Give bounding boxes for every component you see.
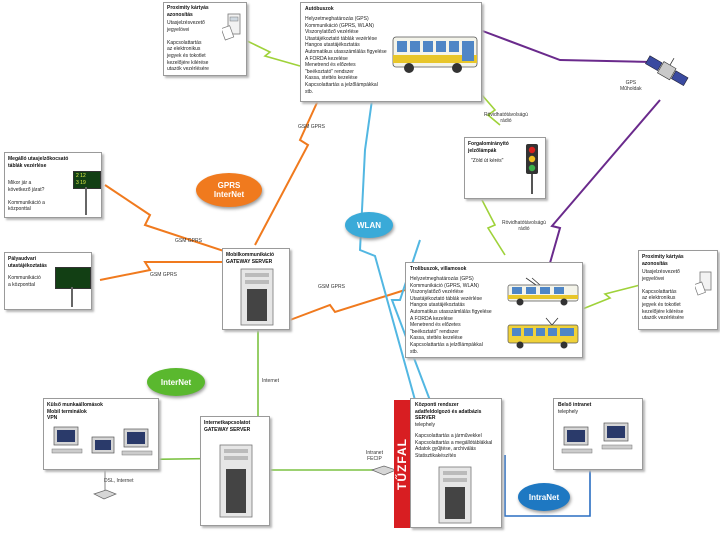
link-radio-proximity	[244, 39, 301, 67]
gps-satellite-icon	[645, 55, 689, 87]
link-gprs-platform	[99, 261, 230, 281]
bus-icon	[392, 36, 478, 73]
link-gprs-vms	[104, 184, 246, 259]
internet-link-label: Internet	[262, 378, 279, 384]
workstation-icon-2	[561, 422, 633, 454]
internal-intranet-node: Belső intranet telephely	[553, 398, 643, 470]
gsm-gprs-label-2: GSM GPRS	[175, 238, 202, 244]
server-tower-icon-2	[219, 444, 253, 518]
bus-features: Helyzetmeghatározás (GPS)Kommunikáció (G…	[305, 16, 387, 95]
stop-display-sign: 2 12 3 19	[73, 171, 101, 189]
bus-node: Autóbuszok Helyzetmeghatározás (GPS)Komm…	[300, 2, 482, 102]
firewall-bar: TŰZFAL	[394, 400, 410, 528]
traffic-light-text: "Zöld út kérés"	[471, 158, 504, 164]
intranet-cloud: IntraNet	[518, 483, 570, 511]
trolley-tram-node: Trolibuszok, villamosok Helyzetmeghatáro…	[405, 262, 583, 358]
link-gps-bus	[479, 29, 653, 63]
platform-display-pole	[71, 287, 73, 307]
link-radio-signal-bottom	[481, 199, 506, 256]
wlan-cloud: WLAN	[345, 212, 393, 238]
modem-icon	[93, 489, 117, 500]
tram-title: Trolibuszok, villamosok	[410, 266, 467, 272]
internal-intranet-title: Belső intranet	[558, 402, 592, 408]
link-gps-tram	[547, 99, 661, 271]
link-radio-proximity-right	[579, 284, 641, 311]
server-tower-icon	[240, 268, 274, 326]
dsl-internet-label: DSL, Internet	[104, 478, 134, 484]
link-radio-signal-top	[481, 94, 501, 126]
link-gprs-tram	[289, 289, 406, 321]
gsm-gprs-label-1: GSM GPRS	[298, 124, 325, 130]
internal-intranet-subtitle: telephely	[558, 409, 579, 415]
trolleybus-icon	[507, 277, 579, 306]
platform-display-sign	[55, 267, 91, 289]
workstation-icon	[51, 426, 153, 456]
card-reader-icon	[222, 13, 241, 41]
bus-title: Autóbuszok	[305, 6, 334, 12]
gsm-gprs-label-4: GSM GPRS	[318, 284, 345, 290]
central-server-subtitle: telephely	[415, 422, 436, 428]
card-reader-icon-right	[695, 271, 712, 296]
link-wlan-bus	[358, 99, 416, 401]
tram-icon	[507, 317, 579, 349]
traffic-light-icon	[526, 144, 538, 194]
link-gprs-bus	[254, 84, 326, 246]
server-tower-icon-3	[438, 466, 472, 524]
tram-features: Helyzetmeghatározás (GPS)Kommunikáció (G…	[410, 276, 492, 355]
stop-display-pole	[85, 187, 87, 215]
link-intranet	[504, 455, 591, 517]
internet-cloud: InterNet	[147, 368, 205, 396]
gsm-gprs-label-3: GSM GPRS	[150, 272, 177, 278]
